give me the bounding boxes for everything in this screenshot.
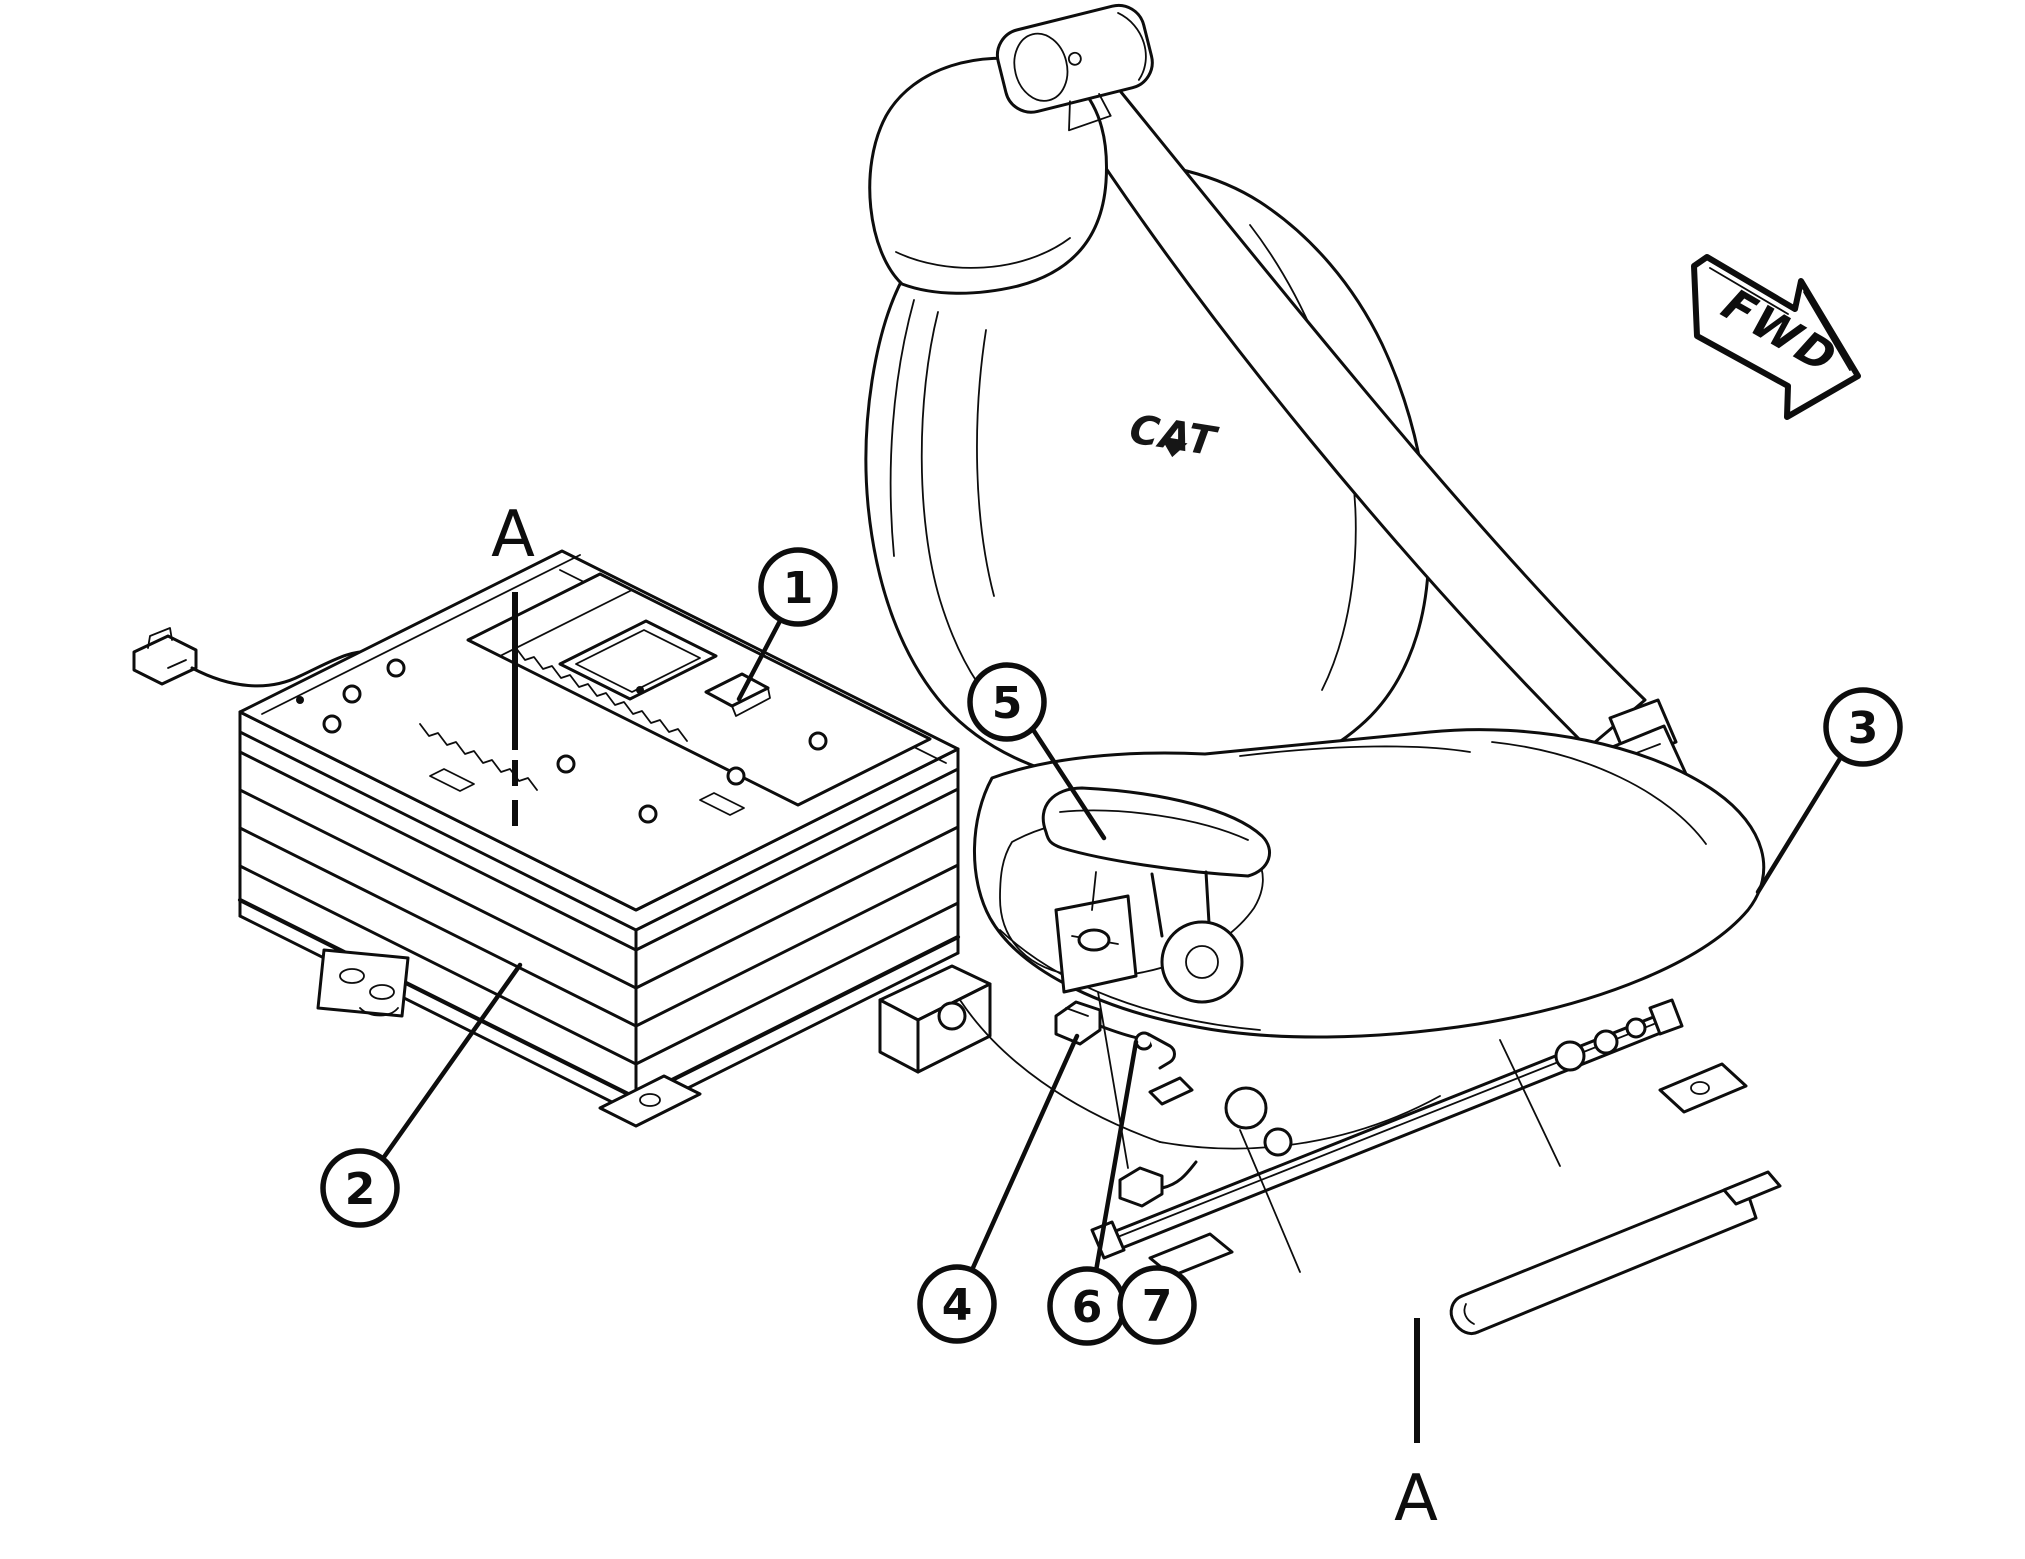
base-feet xyxy=(316,948,992,1128)
seat-cushion xyxy=(972,728,1766,1039)
section-line-top: A xyxy=(491,498,535,830)
callout-3-balloon[interactable] xyxy=(1823,687,1903,767)
plate-details xyxy=(296,619,828,824)
callout-3-number: 3 xyxy=(1848,703,1879,754)
cat-logo-triangle xyxy=(1161,439,1188,458)
fwd-arrow: FWD xyxy=(1691,254,1861,420)
callout-4-balloon[interactable] xyxy=(917,1264,997,1344)
callout-1-leader xyxy=(736,616,784,702)
armrest xyxy=(1041,786,1272,1004)
callout-1-balloon[interactable] xyxy=(758,547,838,627)
section-label-bottom: A xyxy=(1394,1462,1438,1536)
callout-4[interactable]: 4 xyxy=(917,1033,1080,1344)
callout-4-leader xyxy=(969,1033,1080,1273)
callout-3-leader xyxy=(1755,754,1844,895)
section-label-top: A xyxy=(491,498,535,572)
latch-part xyxy=(704,672,771,717)
callout-1[interactable]: 1 xyxy=(736,547,838,702)
callout-4-number: 4 xyxy=(942,1280,973,1331)
belt-retractor xyxy=(995,3,1154,132)
callout-7-number: 7 xyxy=(1142,1281,1173,1332)
callout-3[interactable]: 3 xyxy=(1755,687,1903,895)
wire-connector-upper xyxy=(1054,1000,1176,1070)
callout-1-number: 1 xyxy=(783,563,814,614)
callout-6-number: 6 xyxy=(1072,1282,1103,1333)
underseat-frame xyxy=(959,999,1441,1157)
section-line-bottom: A xyxy=(1394,1318,1438,1536)
suspension-assembly xyxy=(132,549,992,1128)
callout-2-number: 2 xyxy=(345,1164,376,1215)
callout-7[interactable]: 7 xyxy=(1117,1265,1197,1345)
wire-connector-lower xyxy=(1118,1160,1198,1208)
callout-5[interactable]: 5 xyxy=(967,662,1107,841)
seat-rails xyxy=(1090,998,1782,1336)
callout-2[interactable]: 2 xyxy=(320,962,523,1228)
callout-5-number: 5 xyxy=(992,678,1023,729)
seat-assembly: CAT xyxy=(864,3,1782,1336)
callout-7-balloon[interactable] xyxy=(1117,1265,1197,1345)
side-bracket xyxy=(1054,871,1138,1169)
callout-6-leader xyxy=(1093,1039,1139,1274)
callout-5-balloon[interactable] xyxy=(967,662,1047,742)
callout-2-leader xyxy=(381,962,523,1160)
callout-5-leader xyxy=(1029,725,1107,841)
callout-2-balloon[interactable] xyxy=(320,1148,400,1228)
